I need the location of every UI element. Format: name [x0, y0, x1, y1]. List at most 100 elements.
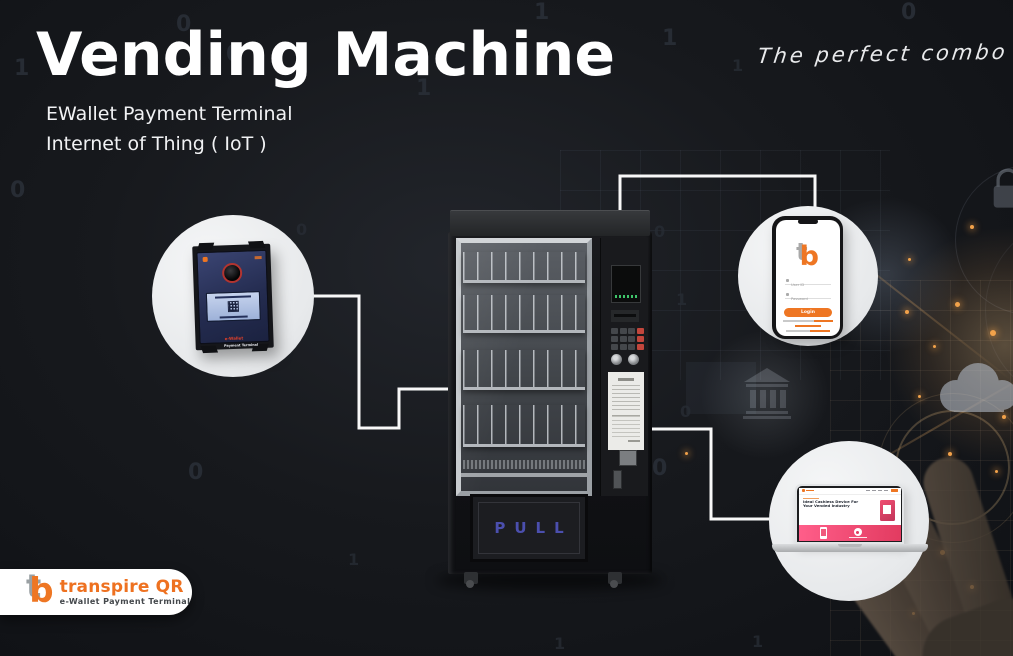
- machine-display: [611, 265, 641, 303]
- smartphone: tb User ID Password Login: [772, 216, 843, 339]
- binary-digit: 0: [296, 220, 308, 239]
- glass-reflection: [461, 243, 587, 491]
- padlock-icon: [988, 168, 1013, 216]
- laptop-base: [772, 544, 928, 552]
- pink-banner: [798, 524, 901, 541]
- instruction-sticker: [608, 372, 644, 450]
- website-nav: [865, 490, 888, 491]
- logo-letter-b: b: [29, 571, 54, 611]
- phone-callout-circle: tb User ID Password Login: [738, 206, 878, 346]
- binary-digit: 0: [680, 402, 692, 421]
- forgot-password-line: [794, 325, 821, 327]
- tagline: The perfect combo: [755, 39, 1009, 69]
- register-text-line: [785, 330, 830, 332]
- bokeh-dot: [685, 452, 688, 455]
- banner-logo-icon: [853, 528, 862, 536]
- login-label: Login: [800, 309, 815, 315]
- login-button: Login: [783, 307, 832, 317]
- keypad: [611, 328, 644, 350]
- binary-digit: 0: [10, 178, 26, 203]
- bokeh-dot: [1002, 415, 1006, 419]
- binary-digit: 1: [416, 76, 432, 101]
- brand-name: transpire QR: [59, 577, 184, 597]
- laptop-bezel: Ideal Cashless Device For Your Vended In…: [797, 486, 902, 542]
- banner-device-image: [819, 527, 827, 539]
- bokeh-dot: [933, 345, 936, 348]
- bokeh-dot: [990, 330, 996, 336]
- logo-letter-b: b: [799, 240, 819, 272]
- website-cta-button: [890, 489, 898, 492]
- brand-text: transpire QR e-Wallet Payment Terminal: [59, 577, 191, 607]
- terms-text-line: [782, 320, 833, 322]
- terminal-face: e-Wallet Payment Terminal: [196, 249, 270, 348]
- machine-shadow: [436, 570, 664, 590]
- subtitle-line-1: EWallet Payment Terminal: [46, 103, 293, 125]
- user-id-label: User ID: [790, 282, 804, 287]
- scanner-camera-icon: [221, 262, 243, 284]
- display-digits: [615, 295, 637, 298]
- card-slot: [611, 310, 639, 322]
- lock-icon: [785, 292, 789, 296]
- brand-badge: tb transpire QR e-Wallet Payment Termina…: [0, 567, 192, 615]
- binary-digit: 0: [188, 460, 204, 485]
- warm-flare: [885, 225, 1013, 465]
- phone-notch: [797, 219, 818, 224]
- website-page: Ideal Cashless Device For Your Vended In…: [798, 487, 901, 541]
- bokeh-dot: [908, 258, 911, 261]
- screen-caption-line: [219, 315, 248, 318]
- brand-tagline: e-Wallet Payment Terminal: [59, 597, 191, 606]
- bokeh-dot: [955, 302, 960, 307]
- binary-digit: 1: [348, 550, 360, 569]
- bokeh-dot: [918, 395, 921, 398]
- qr-code-icon: [227, 300, 240, 313]
- binary-digit: 1: [662, 26, 678, 51]
- bokeh-dot: [995, 470, 998, 473]
- binary-digit: 0: [226, 42, 242, 67]
- mount-ear: [197, 242, 215, 251]
- app-logo: tb: [776, 239, 840, 272]
- binary-digit: 0: [901, 0, 917, 25]
- return-slot: [613, 470, 622, 489]
- hero-eyebrow: [802, 497, 819, 499]
- brand-mark: tb: [26, 567, 54, 615]
- page-title: Vending Machine: [36, 20, 616, 90]
- shelf-row: [463, 252, 585, 283]
- password-field: Password: [784, 289, 831, 301]
- password-label: Password: [790, 296, 808, 301]
- dispense-tray: [463, 460, 585, 469]
- coin-slot: [628, 354, 639, 365]
- hero-headline: Ideal Cashless Device For Your Vended In…: [802, 499, 858, 509]
- terminal-screen: [205, 291, 261, 322]
- laptop-callout-circle: Ideal Cashless Device For Your Vended In…: [769, 441, 929, 601]
- coin-slot: [611, 354, 622, 365]
- tray-lip: [461, 473, 587, 477]
- subtitle-line-2: Internet of Thing ( IoT ): [46, 133, 267, 155]
- caster-wheel: [464, 572, 478, 588]
- phone-screen: tb User ID Password Login: [775, 219, 840, 336]
- bokeh-dot: [905, 310, 909, 314]
- logo-letter-t: t: [796, 237, 808, 266]
- binary-digit: 1: [752, 632, 764, 651]
- shelf-row: [463, 350, 585, 390]
- mount-ear: [247, 240, 266, 249]
- website-logo-text: [805, 489, 814, 492]
- screen-caption-line: [214, 294, 252, 299]
- terminal-model-tag: [254, 255, 262, 259]
- hero-device-image: [879, 499, 895, 521]
- brand-mark-icon: [202, 256, 208, 263]
- laptop-screen: Ideal Cashless Device For Your Vended In…: [795, 484, 904, 544]
- bank-icon: [742, 366, 792, 424]
- caster-wheel: [608, 572, 622, 588]
- binary-digit: 1: [534, 0, 550, 25]
- background-panel: [686, 362, 756, 414]
- shelf-row: [463, 295, 585, 333]
- binary-digit: 1: [732, 56, 744, 75]
- website-header: [798, 488, 901, 495]
- binary-digit: 1: [554, 634, 566, 653]
- binary-digit: 0: [654, 222, 666, 241]
- binary-digit: 0: [176, 12, 192, 37]
- binary-digit: 0: [652, 456, 668, 481]
- vending-machine: PULL: [436, 210, 664, 590]
- machine-control-panel: [600, 238, 648, 496]
